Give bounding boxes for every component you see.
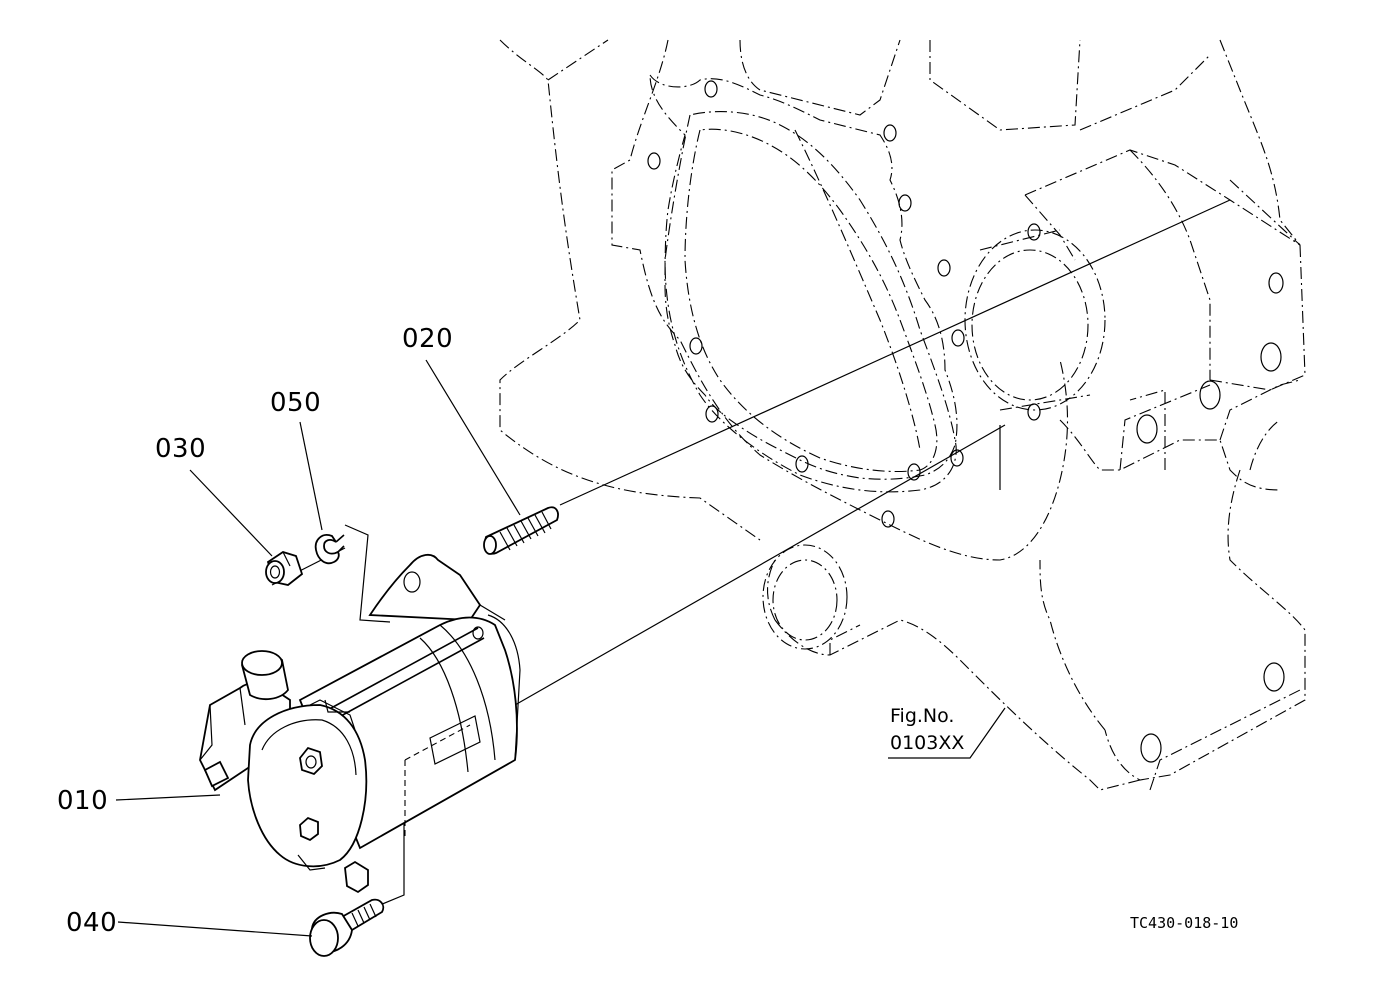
housing-flange-face bbox=[649, 73, 958, 493]
stud-020 bbox=[483, 506, 559, 555]
starter-mount-bore bbox=[762, 229, 1106, 650]
leader-040 bbox=[117, 921, 313, 937]
flange-bolt-holes bbox=[647, 80, 1041, 528]
leader-030 bbox=[189, 469, 273, 557]
bolt-040 bbox=[309, 898, 385, 957]
callout-050: 050 bbox=[270, 388, 322, 418]
callout-020: 020 bbox=[402, 324, 454, 354]
callout-040: 040 bbox=[66, 908, 118, 938]
callout-010: 010 bbox=[57, 786, 109, 816]
leader-fig-ref bbox=[888, 707, 1006, 759]
fig-ref-line1: Fig.No. bbox=[890, 705, 955, 727]
nut-030 bbox=[265, 551, 304, 586]
fig-ref-line2: 0103XX bbox=[890, 732, 965, 754]
lock-washer-050 bbox=[314, 534, 345, 565]
flywheel-housing-outline bbox=[499, 39, 1306, 791]
housing-side-holes bbox=[1136, 179, 1301, 763]
starter-010 bbox=[199, 554, 521, 894]
leader-010 bbox=[115, 794, 221, 801]
leader-020 bbox=[425, 359, 521, 516]
leader-050 bbox=[299, 421, 323, 531]
callout-030: 030 bbox=[155, 434, 207, 464]
callout-leaders bbox=[115, 359, 1006, 937]
drawing-code: TC430-018-10 bbox=[1130, 914, 1239, 932]
